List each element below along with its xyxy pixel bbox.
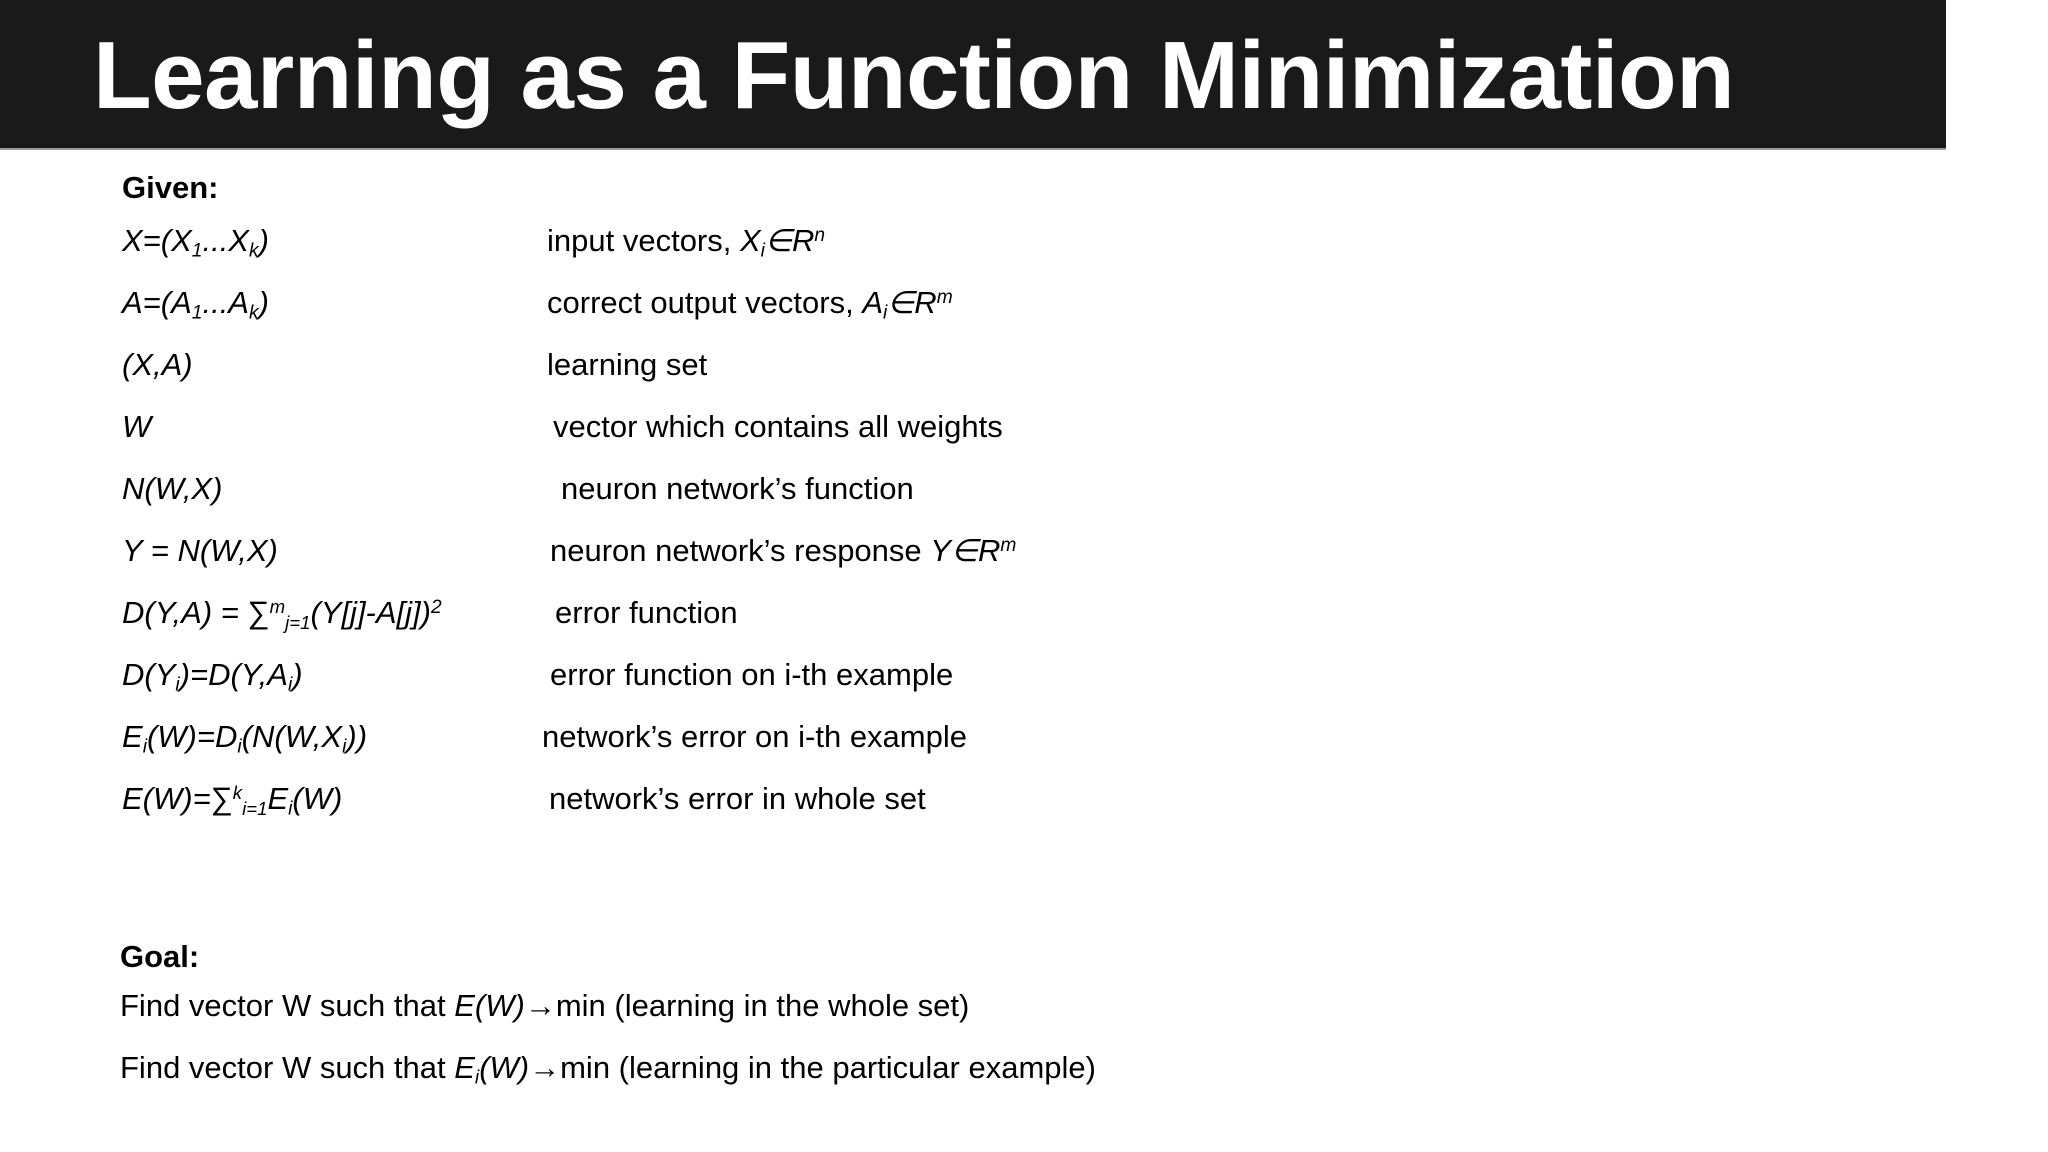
- definition-row: D(Yi)=D(Y,Ai) error function on i-th exa…: [0, 657, 2048, 703]
- goal-heading: Goal:: [120, 939, 200, 974]
- desc-network-response: neuron network’s response Y∈Rm: [550, 533, 1017, 568]
- slide-title-bar: Learning as a Function Minimization: [0, 0, 1946, 150]
- term-network-function: N(W,X): [122, 471, 223, 506]
- desc-learning-set: learning set: [547, 347, 708, 382]
- page-title: Learning as a Function Minimization: [93, 22, 1735, 129]
- given-heading: Given:: [122, 170, 219, 205]
- desc-error-function: error function: [555, 595, 738, 630]
- definition-row: (X,A) learning set: [0, 347, 2048, 393]
- desc-network-function: neuron network’s function: [561, 471, 914, 506]
- goal-line-particular-example: Find vector W such that Ei(W)→min (learn…: [120, 1050, 1096, 1089]
- term-output-vectors: A=(A1...Ak): [122, 285, 269, 324]
- desc-weight-vector: vector which contains all weights: [553, 409, 1003, 444]
- definition-row: X=(X1...Xk) input vectors, Xi∈Rn: [0, 223, 2048, 269]
- goal-line-whole-set: Find vector W such that E(W)→min (learni…: [120, 988, 970, 1023]
- term-network-error-ith: Ei(W)=Di(N(W,Xi)): [122, 719, 368, 758]
- slide-content: Given: X=(X1...Xk) input vectors, Xi∈Rn …: [0, 150, 2048, 1152]
- definition-row: W vector which contains all weights: [0, 409, 2048, 455]
- desc-network-error-total: network’s error in whole set: [549, 781, 926, 816]
- desc-output-vectors: correct output vectors, Ai∈Rm: [547, 285, 953, 324]
- term-weight-vector: W: [122, 409, 152, 444]
- definition-row: Y = N(W,X) neuron network’s response Y∈R…: [0, 533, 2048, 579]
- definition-row: D(Y,A) = ∑mj=1(Y[j]-A[j])2 error functio…: [0, 595, 2048, 641]
- desc-input-vectors: input vectors, Xi∈Rn: [547, 223, 826, 262]
- desc-error-ith: error function on i-th example: [550, 657, 954, 692]
- term-network-response: Y = N(W,X): [122, 533, 278, 568]
- term-error-ith: D(Yi)=D(Y,Ai): [122, 657, 303, 696]
- definition-row: A=(A1...Ak) correct output vectors, Ai∈R…: [0, 285, 2048, 331]
- term-learning-set: (X,A): [122, 347, 193, 382]
- definition-row: N(W,X) neuron network’s function: [0, 471, 2048, 517]
- definition-row: Ei(W)=Di(N(W,Xi)) network’s error on i-t…: [0, 719, 2048, 765]
- definition-row: E(W)=∑ki=1Ei(W) network’s error in whole…: [0, 781, 2048, 827]
- term-input-vectors: X=(X1...Xk): [122, 223, 269, 262]
- term-network-error-total: E(W)=∑ki=1Ei(W): [122, 781, 343, 820]
- term-error-function: D(Y,A) = ∑mj=1(Y[j]-A[j])2: [122, 595, 442, 633]
- desc-network-error-ith: network’s error on i-th example: [542, 719, 967, 754]
